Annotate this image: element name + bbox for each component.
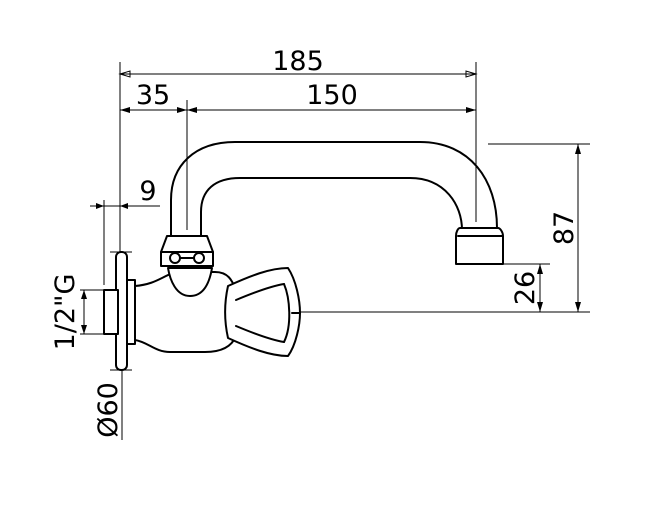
faucet-body xyxy=(103,141,504,371)
dim-9-label: 9 xyxy=(139,176,156,207)
dim-26-label: 26 xyxy=(510,271,541,305)
spout-tube xyxy=(170,141,498,237)
thread-stub xyxy=(103,289,119,335)
dim-87-label: 87 xyxy=(549,211,580,245)
dim-150-label: 150 xyxy=(306,80,358,111)
handle xyxy=(224,267,301,357)
dim-35-label: 35 xyxy=(136,80,170,111)
aerator xyxy=(455,227,504,265)
dim-thread-label: 1/2"G xyxy=(50,274,81,351)
dim-185-label: 185 xyxy=(272,46,324,77)
dimension-lines xyxy=(80,62,590,440)
dim-diameter-label: Ø60 xyxy=(93,382,124,438)
